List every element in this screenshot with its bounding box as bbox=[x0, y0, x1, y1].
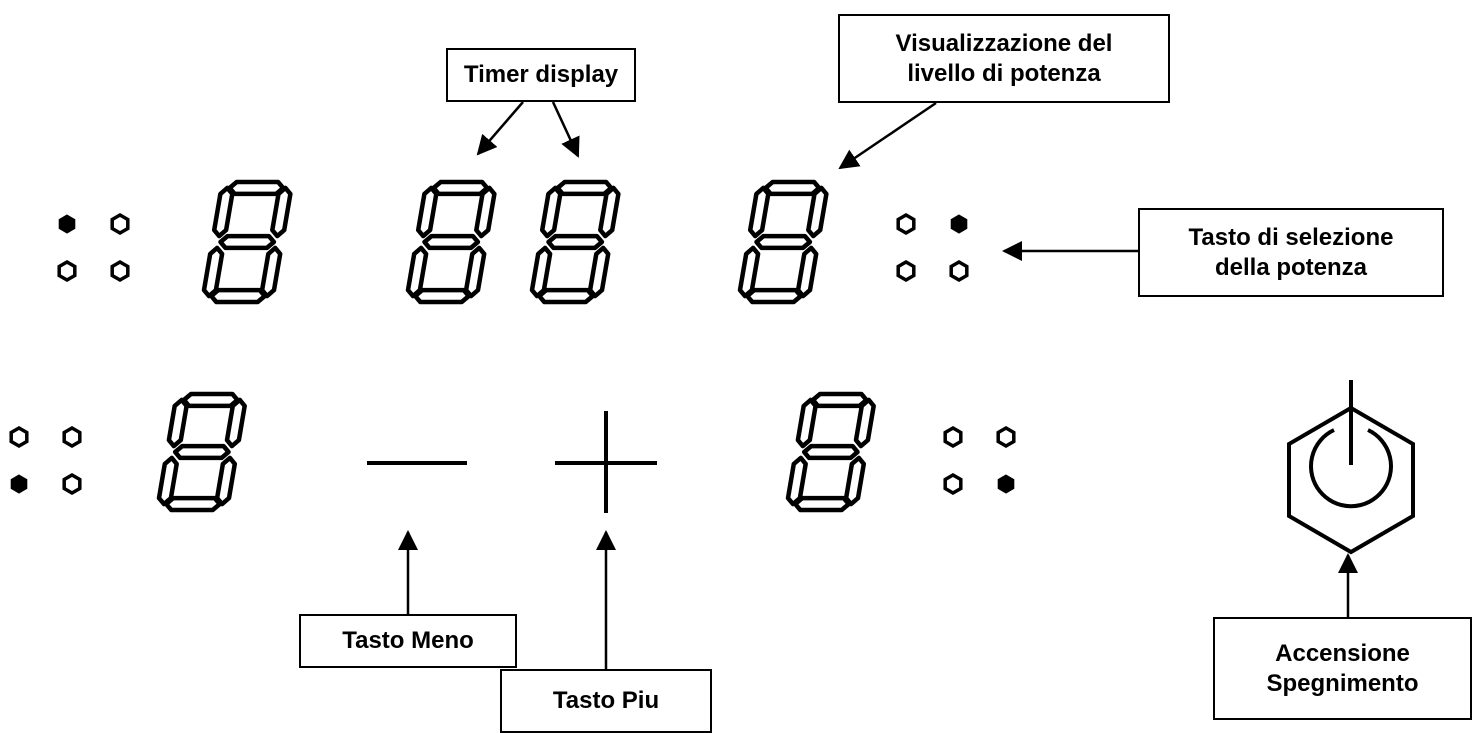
hexagon-dot-icon bbox=[58, 214, 76, 234]
digit-segment bbox=[539, 185, 563, 239]
on-off-label: Accensione Spegnimento bbox=[1213, 617, 1472, 720]
digit-segment bbox=[224, 397, 247, 449]
digit-segment bbox=[598, 185, 621, 239]
power-level-display-text-line2: livello di potenza bbox=[907, 59, 1101, 87]
digit-segment bbox=[795, 245, 819, 299]
digit-segment bbox=[853, 397, 876, 449]
digit-segment bbox=[806, 185, 829, 239]
arrow-icon bbox=[398, 101, 1358, 669]
digit-segment bbox=[463, 245, 487, 299]
digit-segment bbox=[270, 185, 293, 239]
digit-segment bbox=[227, 179, 286, 197]
digit-segment bbox=[795, 397, 818, 449]
digit-segment bbox=[785, 455, 808, 507]
power-level-display-text-line1: Visualizzazione del bbox=[895, 29, 1113, 57]
digit-segment bbox=[843, 455, 867, 507]
minus-key-label: Tasto Meno bbox=[299, 614, 517, 668]
power-select-key-text-line2: della potenza bbox=[1214, 253, 1368, 281]
digit-segment bbox=[172, 443, 231, 461]
power-level-display-label: Visualizzazione del livello di potenza bbox=[838, 14, 1170, 103]
digit-segment bbox=[793, 495, 851, 513]
digit-segment bbox=[745, 287, 803, 305]
zone-indicator-top-left[interactable] bbox=[57, 212, 130, 283]
hexagon-dot-icon bbox=[9, 425, 29, 449]
digit-segment bbox=[413, 287, 471, 305]
power-select-key-label: Tasto di selezione della potenza bbox=[1138, 208, 1444, 297]
digit-segment bbox=[431, 179, 490, 197]
digit-segment bbox=[546, 233, 605, 251]
timer-display-text: Timer display bbox=[463, 61, 619, 88]
hexagon-dot-icon bbox=[949, 259, 969, 283]
timer-digit-tens bbox=[405, 179, 497, 305]
hexagon-dot-icon bbox=[57, 259, 77, 283]
digit-segment bbox=[156, 455, 179, 507]
digit-segment bbox=[218, 233, 277, 251]
digit-segment bbox=[537, 287, 595, 305]
zone-indicator-top-right[interactable] bbox=[896, 212, 969, 283]
power-level-digit-top-left bbox=[201, 179, 293, 305]
plus-icon bbox=[555, 411, 657, 513]
power-level-digit-bottom-right bbox=[785, 391, 876, 513]
hexagon-dot-icon bbox=[10, 474, 28, 494]
power-level-digit-bottom-left bbox=[156, 391, 247, 513]
hexagon-dot-icon bbox=[62, 425, 82, 449]
digit-segment bbox=[763, 179, 822, 197]
digit-segment bbox=[555, 179, 614, 197]
digit-segment bbox=[259, 245, 283, 299]
hexagon-dot-icon bbox=[950, 214, 968, 234]
on-off-text-line2: Spegnimento bbox=[1266, 669, 1419, 697]
hexagon-dot-icon bbox=[997, 474, 1015, 494]
power-select-key-text-line1: Tasto di selezione bbox=[1188, 223, 1394, 251]
hexagon-dot-icon bbox=[896, 259, 916, 283]
digit-segment bbox=[587, 245, 611, 299]
hexagon-dot-icon bbox=[943, 472, 963, 496]
power-level-digit-top-right bbox=[737, 179, 829, 305]
digit-segment bbox=[166, 397, 189, 449]
timer-digit-units bbox=[529, 179, 621, 305]
digit-segment bbox=[810, 391, 869, 409]
digit-segment bbox=[214, 455, 238, 507]
power-icon bbox=[1287, 380, 1415, 555]
digit-segment bbox=[737, 245, 761, 299]
digit-segment bbox=[164, 495, 222, 513]
power-key[interactable] bbox=[1287, 380, 1415, 555]
hexagon-dot-icon bbox=[996, 425, 1016, 449]
digit-segment bbox=[181, 391, 240, 409]
digit-segment bbox=[201, 245, 225, 299]
digit-segment bbox=[529, 245, 553, 299]
hexagon-dot-icon bbox=[110, 259, 130, 283]
hexagon-dot-icon bbox=[62, 472, 82, 496]
plus-key-label: Tasto Piu bbox=[500, 669, 712, 733]
digit-segment bbox=[474, 185, 497, 239]
digit-segment bbox=[405, 245, 429, 299]
hexagon-dot-icon bbox=[896, 212, 916, 236]
digit-segment bbox=[747, 185, 771, 239]
digit-segment bbox=[415, 185, 439, 239]
on-off-text-line1: Accensione bbox=[1275, 639, 1410, 667]
plus-key-text: Tasto Piu bbox=[552, 687, 660, 714]
hexagon-dot-icon bbox=[110, 212, 130, 236]
zone-indicator-bottom-right[interactable] bbox=[943, 425, 1016, 496]
timer-display-label: Timer display bbox=[446, 48, 636, 102]
digit-segment bbox=[211, 185, 235, 239]
digit-segment bbox=[209, 287, 267, 305]
zone-indicator-bottom-left[interactable] bbox=[9, 425, 82, 496]
plus-key[interactable] bbox=[555, 411, 657, 513]
hexagon-dot-icon bbox=[943, 425, 963, 449]
digit-segment bbox=[754, 233, 813, 251]
digit-segment bbox=[422, 233, 481, 251]
digit-segment bbox=[801, 443, 860, 461]
minus-key-text: Tasto Meno bbox=[342, 627, 474, 654]
